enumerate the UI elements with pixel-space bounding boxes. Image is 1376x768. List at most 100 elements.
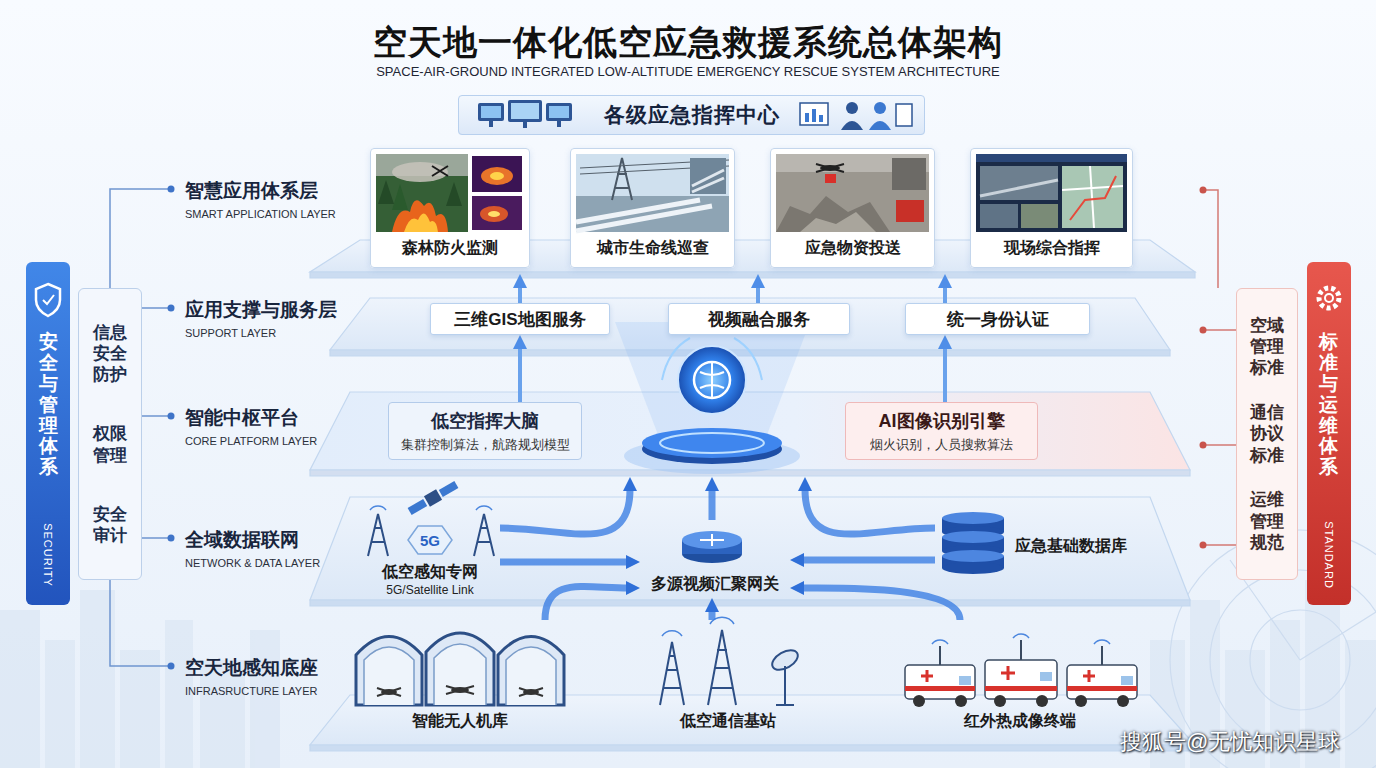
command-center-art bbox=[478, 103, 504, 121]
bracket-dots bbox=[1200, 442, 1207, 449]
drone-hangars bbox=[377, 688, 401, 696]
command-center-art bbox=[800, 103, 828, 125]
city-skyline bbox=[250, 630, 280, 768]
side-bars bbox=[43, 295, 54, 304]
node-label: 红外热成像终端 bbox=[964, 711, 1076, 732]
command-dashboard-photo bbox=[980, 204, 1018, 228]
command-dashboard-photo bbox=[1062, 166, 1123, 228]
sensing-network-icons bbox=[474, 514, 494, 556]
core-hub bbox=[694, 362, 730, 398]
sensing-network-icons bbox=[370, 506, 492, 510]
sensing-network-icons bbox=[368, 514, 388, 556]
layer-band: 应用支撑与服务层SUPPORT LAYER三维GIS地图服务视频融合服务统一身份… bbox=[178, 292, 1193, 354]
bracket-lines bbox=[1204, 190, 1236, 545]
supply-drop-photo bbox=[892, 158, 926, 190]
thermal-vehicles bbox=[959, 676, 971, 685]
flow-arrow bbox=[500, 489, 630, 534]
panel-title: 安全与管理体系 bbox=[39, 332, 58, 478]
supply-drop-photo bbox=[776, 196, 890, 232]
thermal-vehicles bbox=[1067, 686, 1137, 691]
flow-arrow bbox=[545, 587, 628, 620]
drone-hangars bbox=[356, 633, 564, 705]
database-icon bbox=[942, 531, 1004, 543]
city-skyline bbox=[0, 610, 40, 768]
command-dashboard-photo bbox=[976, 154, 1127, 162]
bracket-dots bbox=[168, 305, 175, 312]
city-skyline bbox=[120, 650, 160, 768]
thermal-vehicles bbox=[1101, 646, 1103, 665]
engine-note: 集群控制算法，航路规划模型 bbox=[401, 436, 570, 454]
bracket-dots bbox=[168, 186, 1207, 670]
sensing-network-icons bbox=[424, 489, 442, 506]
forest-fire-photo bbox=[370, 148, 530, 268]
pipeline-photo bbox=[570, 148, 735, 268]
forest-fire-photo bbox=[392, 162, 448, 182]
thermal-vehicles bbox=[985, 660, 1057, 699]
thermal-vehicles bbox=[913, 695, 925, 707]
database-icon bbox=[942, 512, 1004, 574]
list-item: 信息安全防护 bbox=[92, 322, 128, 386]
database-icon bbox=[942, 512, 1004, 524]
command-dashboard-photo bbox=[1021, 204, 1058, 228]
thermal-vehicles bbox=[939, 646, 941, 665]
command-center-art bbox=[458, 95, 925, 135]
box-label: 应急物资投送 bbox=[805, 238, 901, 259]
forest-fire-photo bbox=[392, 200, 448, 232]
thermal-vehicles bbox=[1083, 670, 1095, 682]
database-node: 应急基础数据库 bbox=[935, 512, 1145, 580]
gateway-node: 多源视频汇聚网关 bbox=[640, 520, 790, 598]
pipeline-photo bbox=[570, 148, 735, 268]
layer-platforms bbox=[310, 497, 1190, 600]
service-box: 三维GIS地图服务 bbox=[430, 303, 610, 335]
core-hub bbox=[615, 322, 810, 440]
thermal-vehicles bbox=[905, 686, 975, 691]
core-hub bbox=[660, 433, 764, 453]
box-label: 现场综合指挥 bbox=[1004, 238, 1100, 259]
command-center-art bbox=[481, 106, 501, 118]
flow-arrow bbox=[805, 489, 935, 534]
forest-fire-photo bbox=[392, 184, 408, 210]
forest-fire-photo bbox=[446, 182, 462, 206]
bracket-lines bbox=[110, 189, 1236, 666]
facility-node: 红外热成像终端 bbox=[895, 620, 1145, 735]
node-label: 低空通信基站 bbox=[680, 711, 776, 732]
thermal-vehicles bbox=[1036, 695, 1048, 707]
base-stations bbox=[660, 642, 684, 705]
application-card: 城市生命线巡查 bbox=[570, 148, 735, 268]
layer-title: 空天地感知底座 bbox=[185, 655, 1193, 681]
thermal-vehicles bbox=[905, 634, 1137, 707]
node-label: 应急基础数据库 bbox=[1015, 536, 1127, 557]
layer-band: 智能中枢平台CORE PLATFORM LAYER低空指挥大脑集群控制算法，航路… bbox=[178, 385, 1193, 477]
supply-drop-photo bbox=[825, 174, 836, 183]
layer-band: 空天地感知底座INFRASRUCTURE LAYER智能无人机库低空通信基站红外… bbox=[178, 615, 1193, 750]
engine-note: 烟火识别，人员搜救算法 bbox=[870, 436, 1013, 454]
sensing-network-icons bbox=[368, 479, 494, 556]
service-box: 统一身份认证 bbox=[905, 303, 1090, 335]
drone-hangars bbox=[498, 637, 564, 706]
command-dashboard-photo bbox=[1070, 176, 1116, 220]
core-hub bbox=[615, 322, 810, 474]
command-center-art bbox=[508, 100, 542, 122]
command-center-art bbox=[489, 121, 493, 127]
panel-subtitle: SECURITY bbox=[42, 523, 54, 587]
radar-rings bbox=[1210, 570, 1376, 750]
side-bars bbox=[36, 284, 60, 316]
supply-drop-photo bbox=[800, 212, 876, 232]
command-center-art bbox=[458, 95, 925, 135]
system-panel: 标准与运维体系STANDARD空域管理标准通信协议标准运维管理规范 bbox=[1230, 262, 1352, 605]
side-bars bbox=[1319, 288, 1339, 308]
box-label: 视频融合服务 bbox=[708, 308, 810, 331]
list-item: 空域管理标准 bbox=[1249, 315, 1285, 379]
layer-subtitle: INFRASRUCTURE LAYER bbox=[185, 685, 1193, 697]
node-label: 多源视频汇聚网关 bbox=[651, 574, 779, 595]
layer-platforms bbox=[310, 240, 1195, 751]
supply-drop-photo bbox=[896, 200, 924, 222]
layer-band: 全域数据联网NETWORK & DATA LAYER低空感知专网5G/Satel… bbox=[178, 482, 1193, 608]
thermal-vehicles bbox=[994, 695, 1006, 707]
engine-title: AI图像识别引擎 bbox=[879, 409, 1005, 433]
thermal-vehicles bbox=[1040, 672, 1052, 681]
thermal-vehicles bbox=[955, 695, 967, 707]
supply-drop-photo bbox=[816, 164, 844, 172]
city-skyline bbox=[45, 640, 75, 768]
core-hub bbox=[700, 362, 724, 398]
